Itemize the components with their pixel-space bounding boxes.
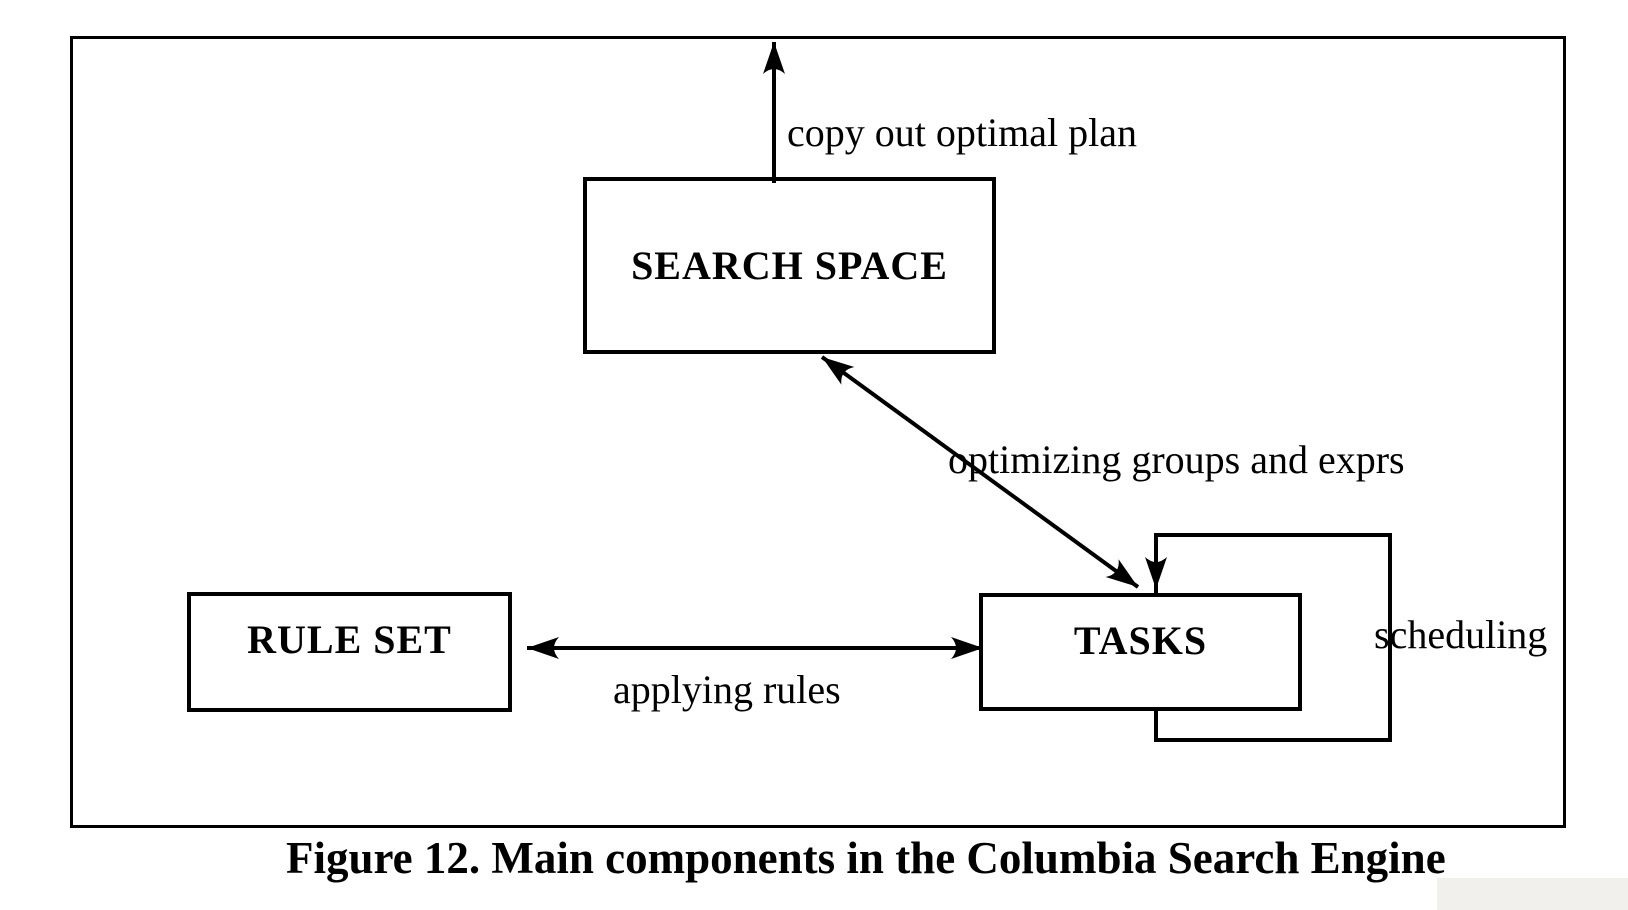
node-rule-set: RULE SET [187, 592, 512, 712]
edge-label-applying: applying rules [613, 667, 841, 712]
edge-label-optimizing: optimizing groups and exprs [948, 437, 1405, 482]
edge-label-scheduling: scheduling [1374, 612, 1548, 657]
watermark-patch [1437, 878, 1628, 910]
edge-label-copy-out: copy out optimal plan [787, 110, 1137, 155]
node-search-space: SEARCH SPACE [583, 177, 996, 354]
diagram-frame [70, 36, 1566, 828]
node-tasks-label: TASKS [1073, 618, 1208, 663]
node-tasks: TASKS [979, 593, 1302, 711]
node-search-space-label: SEARCH SPACE [631, 243, 948, 288]
node-rule-set-label: RULE SET [247, 617, 452, 662]
figure-caption: Figure 12. Main components in the Columb… [286, 833, 1446, 883]
